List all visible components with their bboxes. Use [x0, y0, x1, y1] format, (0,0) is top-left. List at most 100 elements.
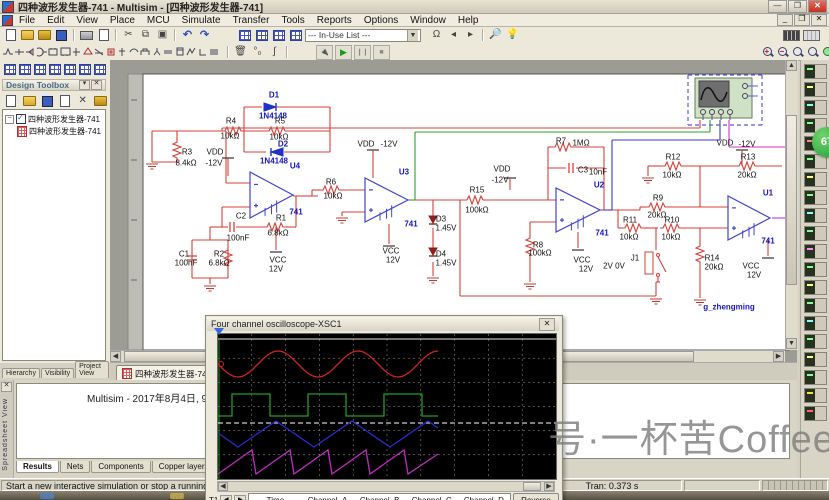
run-icon[interactable]: ▶ — [335, 44, 352, 60]
toolbox-tab-project-view[interactable]: Project View — [75, 361, 109, 378]
place-basic-icon[interactable] — [14, 45, 26, 59]
place-analog-icon[interactable] — [48, 45, 60, 59]
find-icon[interactable]: 🔎 — [487, 28, 504, 42]
canvas-vertical-scrollbar[interactable]: ▲ ▼ — [785, 60, 798, 350]
help-icon[interactable]: 💡 — [504, 28, 521, 42]
overlay-badge[interactable]: 67 — [812, 127, 829, 157]
design-toolbox-toggle-icon[interactable] — [236, 28, 253, 42]
close-button[interactable]: ✕ — [808, 0, 827, 13]
dtb-save-icon[interactable] — [40, 94, 55, 108]
toolbox-tab-visibility[interactable]: Visibility — [40, 368, 75, 378]
agilent-scope-icon[interactable] — [803, 352, 827, 367]
word-generator-icon[interactable] — [803, 190, 827, 205]
menu-mcu[interactable]: MCU — [146, 14, 170, 26]
spreadsheet-tab-nets[interactable]: Nets — [59, 461, 91, 473]
logic-converter-icon[interactable] — [803, 208, 827, 223]
oscilloscope-title-bar[interactable]: Four channel oscilloscope-XSC1 ✕ — [207, 317, 559, 331]
agilent-multimeter-icon[interactable] — [803, 334, 827, 349]
grapher-icon[interactable] — [287, 28, 304, 42]
mdi-restore-button[interactable]: ❐ — [794, 14, 810, 26]
place-diode-icon[interactable] — [25, 45, 37, 59]
redo-icon[interactable]: ↷ — [199, 29, 210, 41]
open-icon[interactable] — [19, 28, 36, 42]
toggle-wires-icon[interactable] — [78, 62, 91, 76]
network-analyzer-icon[interactable] — [803, 298, 827, 313]
reverse-button[interactable]: Reverse — [513, 493, 559, 500]
spreadsheet-tab-results[interactable]: Results — [16, 461, 59, 473]
zoom-full-icon[interactable] — [822, 45, 829, 59]
paste-icon[interactable]: ▣ — [154, 28, 171, 42]
menu-tools[interactable]: Tools — [281, 14, 305, 26]
spectrum-analyzer-icon[interactable] — [803, 280, 827, 295]
wattmeter-icon[interactable] — [803, 100, 827, 115]
agilent-function-gen-icon[interactable] — [803, 316, 827, 331]
place-misc-digital-icon[interactable] — [82, 45, 95, 59]
waveform-icon[interactable]: ∫ — [266, 45, 283, 59]
place-source-icon[interactable] — [2, 45, 14, 59]
tree-item[interactable]: 四种波形发生器-741 — [5, 125, 105, 137]
in-use-list-dropdown[interactable]: --- In-Use List ---▼ — [305, 28, 421, 42]
menu-edit[interactable]: Edit — [47, 14, 65, 26]
place-indicator-icon[interactable] — [106, 45, 118, 59]
current-probe-icon[interactable] — [803, 406, 827, 421]
menu-place[interactable]: Place — [109, 14, 135, 26]
toggle-grid-icon[interactable] — [63, 62, 76, 76]
place-peripherals-icon[interactable] — [140, 45, 152, 59]
scroll-right-icon[interactable]: ▶ — [773, 351, 784, 362]
scroll-down-icon[interactable]: ▼ — [786, 338, 797, 349]
pause-icon[interactable]: ❙❙ — [354, 44, 371, 60]
print-icon[interactable] — [78, 28, 95, 42]
toggle-border-icon[interactable] — [33, 62, 46, 76]
toggle-page-bounds-icon[interactable] — [48, 62, 61, 76]
t1-cursor-marker[interactable] — [214, 328, 224, 335]
dtb-delete-icon[interactable]: ✕ — [75, 94, 90, 108]
spreadsheet-toggle-icon[interactable] — [253, 28, 270, 42]
place-rf-icon[interactable] — [152, 45, 164, 59]
bode-plotter-icon[interactable] — [803, 154, 827, 169]
toolbar-toggle-icon[interactable] — [803, 28, 820, 42]
zoom-area-icon[interactable] — [792, 45, 805, 59]
spreadsheet-close-icon[interactable]: ✕ — [1, 382, 12, 392]
interactive-sim-icon[interactable]: 🔌 — [316, 44, 333, 60]
place-mixed-icon[interactable] — [94, 45, 106, 59]
delete-icon[interactable]: 🗑 — [232, 45, 249, 59]
zoom-in-icon[interactable]: + — [762, 45, 775, 59]
cut-icon[interactable]: ✂ — [120, 28, 137, 42]
place-cmos-icon[interactable] — [71, 45, 83, 59]
scope-scroll-right-icon[interactable]: ▶ — [544, 482, 554, 491]
place-power-icon[interactable] — [117, 45, 129, 59]
menu-view[interactable]: View — [76, 14, 98, 26]
place-mcu-icon[interactable] — [186, 45, 198, 59]
minimize-button[interactable]: — — [768, 0, 787, 13]
menu-help[interactable]: Help — [457, 14, 479, 26]
tektronix-scope-icon[interactable] — [803, 370, 827, 385]
menu-simulate[interactable]: Simulate — [181, 14, 221, 26]
place-transistor-icon[interactable] — [36, 45, 49, 59]
net-icon[interactable]: °₀ — [249, 45, 266, 59]
scroll-up-icon[interactable]: ▲ — [786, 60, 797, 71]
distortion-analyzer-icon[interactable] — [803, 262, 827, 277]
labview-instrument-icon[interactable] — [803, 388, 827, 403]
scope-scroll-left-icon[interactable]: ◀ — [218, 482, 228, 491]
oscilloscope-scrollbar[interactable]: ◀ ▶ — [217, 481, 555, 492]
frequency-counter-icon[interactable] — [803, 172, 827, 187]
mdi-close-button[interactable]: ✕ — [811, 14, 827, 26]
undo-icon[interactable]: ↶ — [182, 29, 193, 41]
toggle-family-bar-icon[interactable] — [3, 62, 16, 76]
forward-annotate-icon[interactable]: ▸ — [462, 28, 479, 42]
oscilloscope-close-icon[interactable]: ✕ — [539, 317, 555, 331]
show-breadboard-icon[interactable] — [783, 28, 800, 42]
spice-netlist-icon[interactable] — [270, 28, 287, 42]
print-preview-icon[interactable] — [95, 28, 112, 42]
place-ttl-icon[interactable] — [60, 45, 72, 59]
place-hierarchical-icon[interactable] — [198, 45, 210, 59]
menu-reports[interactable]: Reports — [316, 14, 352, 26]
menu-file[interactable]: File — [19, 14, 36, 26]
dtb-new-icon[interactable] — [4, 94, 19, 108]
toolbox-tab-hierarchy[interactable]: Hierarchy — [2, 368, 40, 378]
panel-close-icon[interactable]: ✕ — [91, 80, 102, 90]
toggle-rulers-icon[interactable] — [18, 62, 31, 76]
back-annotate-icon[interactable]: ◂ — [445, 28, 462, 42]
menu-transfer[interactable]: Transfer — [232, 14, 270, 26]
